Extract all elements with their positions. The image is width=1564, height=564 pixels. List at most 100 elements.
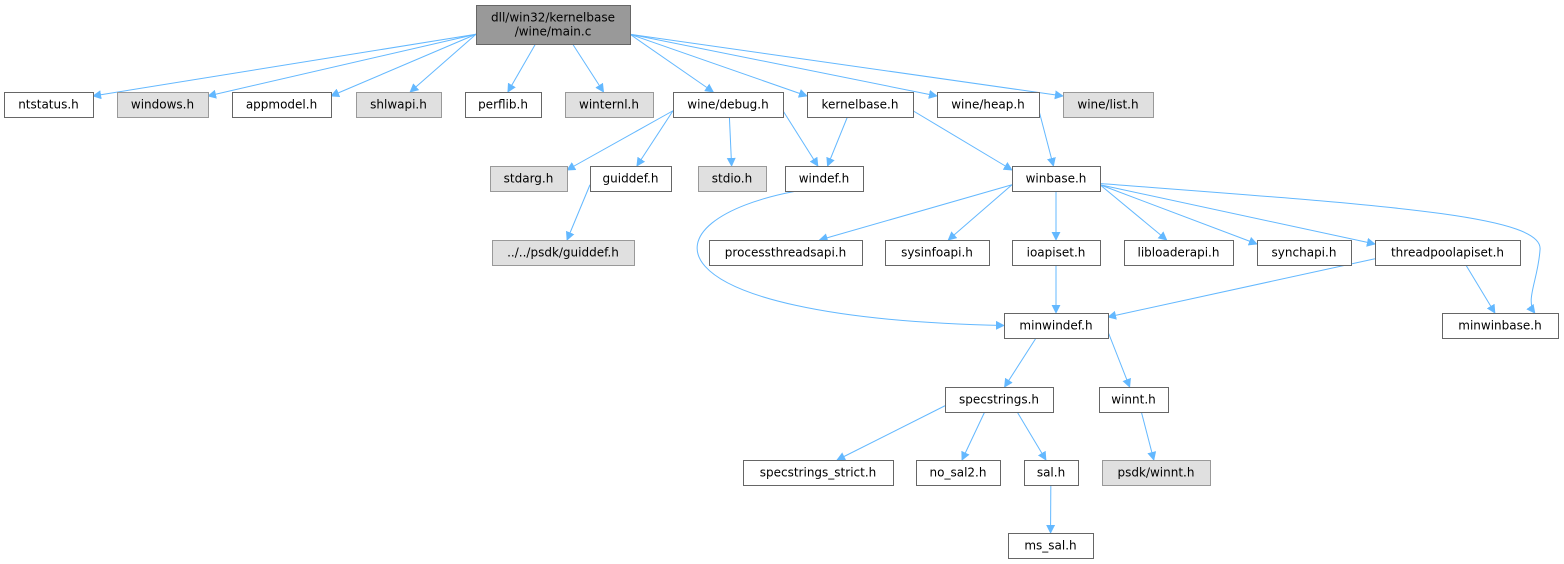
node-box[interactable] — [698, 166, 767, 192]
node-label: wine/heap.h — [951, 98, 1025, 112]
node-label: ms_sal.h — [1024, 539, 1076, 553]
edge-winedebug-to-stdarg — [566, 110, 674, 171]
node-box[interactable] — [1024, 460, 1079, 486]
edge-winedebug-to-guiddef — [636, 110, 674, 167]
node-label: wine/list.h — [1077, 98, 1138, 112]
node-box[interactable] — [673, 92, 784, 118]
node-box[interactable] — [232, 92, 332, 118]
node-label: winbase.h — [1026, 172, 1087, 186]
edges-layer — [92, 33, 1541, 534]
node-box[interactable] — [476, 5, 631, 45]
node-box[interactable] — [937, 92, 1040, 118]
edge-main-to-wineheap — [629, 33, 938, 99]
node-appmodel[interactable]: appmodel.h — [232, 92, 332, 118]
node-box[interactable] — [916, 460, 1001, 486]
node-label: ntstatus.h — [18, 98, 79, 112]
edge-threadpoolapiset-to-minwindef — [1107, 258, 1376, 320]
node-box[interactable] — [4, 92, 94, 118]
node-box[interactable] — [1099, 387, 1169, 413]
node-psdkguiddef[interactable]: ../../psdk/guiddef.h — [492, 240, 635, 266]
edge-threadpoolapiset-to-minwinbase — [1465, 264, 1496, 314]
edge-main-to-winedebug — [629, 33, 715, 93]
node-label: libloaderapi.h — [1138, 246, 1220, 260]
node-box[interactable] — [590, 166, 672, 192]
node-wineheap[interactable]: wine/heap.h — [937, 92, 1040, 118]
edge-winbase-to-libloaderapi — [1099, 184, 1168, 241]
node-winternl[interactable]: winternl.h — [565, 92, 654, 118]
node-label: threadpoolapiset.h — [1391, 246, 1504, 260]
node-winbase[interactable]: winbase.h — [1012, 166, 1101, 192]
edge-kernelbase-to-windef — [826, 116, 848, 167]
node-sal[interactable]: sal.h — [1024, 460, 1079, 486]
node-winnt[interactable]: winnt.h — [1099, 387, 1169, 413]
node-label: winternl.h — [579, 98, 639, 112]
node-box[interactable] — [1063, 92, 1154, 118]
node-box[interactable] — [565, 92, 654, 118]
node-winedebug[interactable]: wine/debug.h — [673, 92, 784, 118]
edge-winnt-to-psdkwinnt — [1140, 411, 1157, 461]
node-box[interactable] — [785, 166, 864, 192]
node-box[interactable] — [709, 240, 863, 266]
node-box[interactable] — [1257, 240, 1352, 266]
edge-winbase-to-minwinbase — [1099, 183, 1541, 314]
node-stdarg[interactable]: stdarg.h — [490, 166, 568, 192]
node-box[interactable] — [1004, 313, 1109, 339]
node-label: shlwapi.h — [370, 98, 427, 112]
node-specstrings_strict[interactable]: specstrings_strict.h — [743, 460, 894, 486]
node-perflib[interactable]: perflib.h — [465, 92, 542, 118]
node-stdio[interactable]: stdio.h — [698, 166, 767, 192]
node-windows[interactable]: windows.h — [117, 92, 209, 118]
node-label: specstrings_strict.h — [760, 466, 877, 480]
edge-guiddef-to-psdkguiddef — [566, 184, 591, 241]
node-threadpoolapiset[interactable]: threadpoolapiset.h — [1375, 240, 1521, 266]
node-guiddef[interactable]: guiddef.h — [590, 166, 672, 192]
node-main[interactable]: dll/win32/kernelbase/wine/main.c — [476, 5, 631, 45]
node-label: windef.h — [799, 172, 850, 186]
node-box[interactable] — [1012, 166, 1101, 192]
node-box[interactable] — [1124, 240, 1234, 266]
node-box[interactable] — [492, 240, 635, 266]
node-specstrings[interactable]: specstrings.h — [945, 387, 1054, 413]
node-box[interactable] — [945, 387, 1054, 413]
node-libloaderapi[interactable]: libloaderapi.h — [1124, 240, 1234, 266]
node-box[interactable] — [1008, 533, 1094, 559]
node-winelist[interactable]: wine/list.h — [1063, 92, 1154, 118]
edge-winedebug-to-windef — [782, 110, 819, 167]
node-ntstatus[interactable]: ntstatus.h — [4, 92, 94, 118]
edge-winedebug-to-stdio — [726, 116, 736, 167]
node-box[interactable] — [465, 92, 542, 118]
node-no_sal2[interactable]: no_sal2.h — [916, 460, 1001, 486]
edge-main-to-windows — [207, 33, 477, 99]
edge-main-to-ntstatus — [92, 33, 477, 100]
node-shlwapi[interactable]: shlwapi.h — [356, 92, 442, 118]
node-box[interactable] — [117, 92, 209, 118]
node-ioapiset[interactable]: ioapiset.h — [1012, 240, 1101, 266]
node-box[interactable] — [1102, 460, 1211, 486]
node-box[interactable] — [743, 460, 894, 486]
node-label: synchapi.h — [1272, 246, 1337, 260]
node-minwinbase[interactable]: minwinbase.h — [1442, 313, 1559, 339]
node-box[interactable] — [1442, 313, 1559, 339]
node-label: processthreadsapi.h — [725, 246, 846, 260]
node-box[interactable] — [1375, 240, 1521, 266]
node-box[interactable] — [885, 240, 990, 266]
edge-winbase-to-sysinfoapi — [947, 184, 1013, 241]
node-psdkwinnt[interactable]: psdk/winnt.h — [1102, 460, 1211, 486]
node-label: /wine/main.c — [515, 25, 592, 39]
node-minwindef[interactable]: minwindef.h — [1004, 313, 1109, 339]
node-label: guiddef.h — [603, 172, 659, 186]
node-box[interactable] — [807, 92, 914, 118]
node-kernelbase[interactable]: kernelbase.h — [807, 92, 914, 118]
edge-main-to-kernelbase — [629, 33, 808, 98]
node-windef[interactable]: windef.h — [785, 166, 864, 192]
node-sysinfoapi[interactable]: sysinfoapi.h — [885, 240, 990, 266]
node-ms_sal[interactable]: ms_sal.h — [1008, 533, 1094, 559]
node-box[interactable] — [1012, 240, 1101, 266]
node-box[interactable] — [490, 166, 568, 192]
node-label: windows.h — [131, 98, 194, 112]
node-processthreadsapi[interactable]: processthreadsapi.h — [709, 240, 863, 266]
edge-specstrings-to-sal — [1016, 411, 1047, 461]
node-box[interactable] — [356, 92, 442, 118]
node-label: ../../psdk/guiddef.h — [507, 246, 619, 260]
node-synchapi[interactable]: synchapi.h — [1257, 240, 1352, 266]
